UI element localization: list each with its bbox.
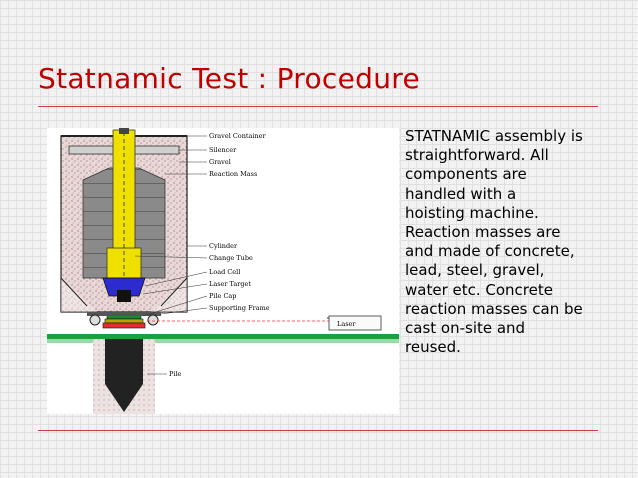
body-line: STATNAMIC assembly is	[405, 127, 583, 145]
body-line: reaction masses can be	[405, 299, 583, 318]
body-line: reused.	[405, 338, 461, 357]
pile	[93, 339, 155, 414]
load-cell	[102, 277, 146, 302]
body-line: cast on-site and	[405, 319, 526, 338]
label-laser-target: Laser Target	[209, 280, 251, 288]
piston-cylinder	[106, 128, 142, 281]
label-gravel-container: Gravel Container	[209, 132, 267, 140]
body-line: Reaction masses are	[405, 223, 561, 242]
label-supporting-frame: Supporting Frame	[209, 304, 270, 312]
body-line: components are	[405, 165, 527, 184]
label-cylinder: Cylinder	[209, 242, 238, 250]
label-laser: Laser	[337, 320, 356, 328]
title-divider	[38, 106, 598, 107]
label-pile: Pile	[169, 370, 182, 378]
label-reaction-mass: Reaction Mass	[209, 170, 257, 178]
statnamic-diagram: Gravel Container Silencer Gravel Reactio…	[47, 128, 399, 414]
ground-line	[47, 334, 399, 339]
pile-cap	[102, 313, 146, 329]
body-line: hoisting machine.	[405, 203, 539, 222]
body-line: lead, steel, gravel,	[405, 261, 545, 280]
label-silencer: Silencer	[209, 146, 237, 154]
body-line: water etc. Concrete	[405, 280, 553, 299]
label-pile-cap: Pile Cap	[209, 292, 236, 300]
laser-device	[328, 315, 382, 331]
label-load-cell: Load Cell	[209, 268, 240, 276]
label-gravel: Gravel	[209, 158, 231, 166]
footer-divider	[38, 430, 598, 431]
supporting-frame	[87, 312, 161, 326]
body-line: handled with a	[405, 184, 517, 203]
slide-title: Statnamic Test : Procedure	[38, 62, 420, 95]
body-line: and made of concrete,	[405, 242, 575, 261]
body-paragraph: STATNAMIC assembly is straightforward. A…	[405, 127, 605, 357]
label-change-tube: Change Tube	[209, 254, 253, 262]
body-line: straightforward. All	[405, 146, 549, 165]
